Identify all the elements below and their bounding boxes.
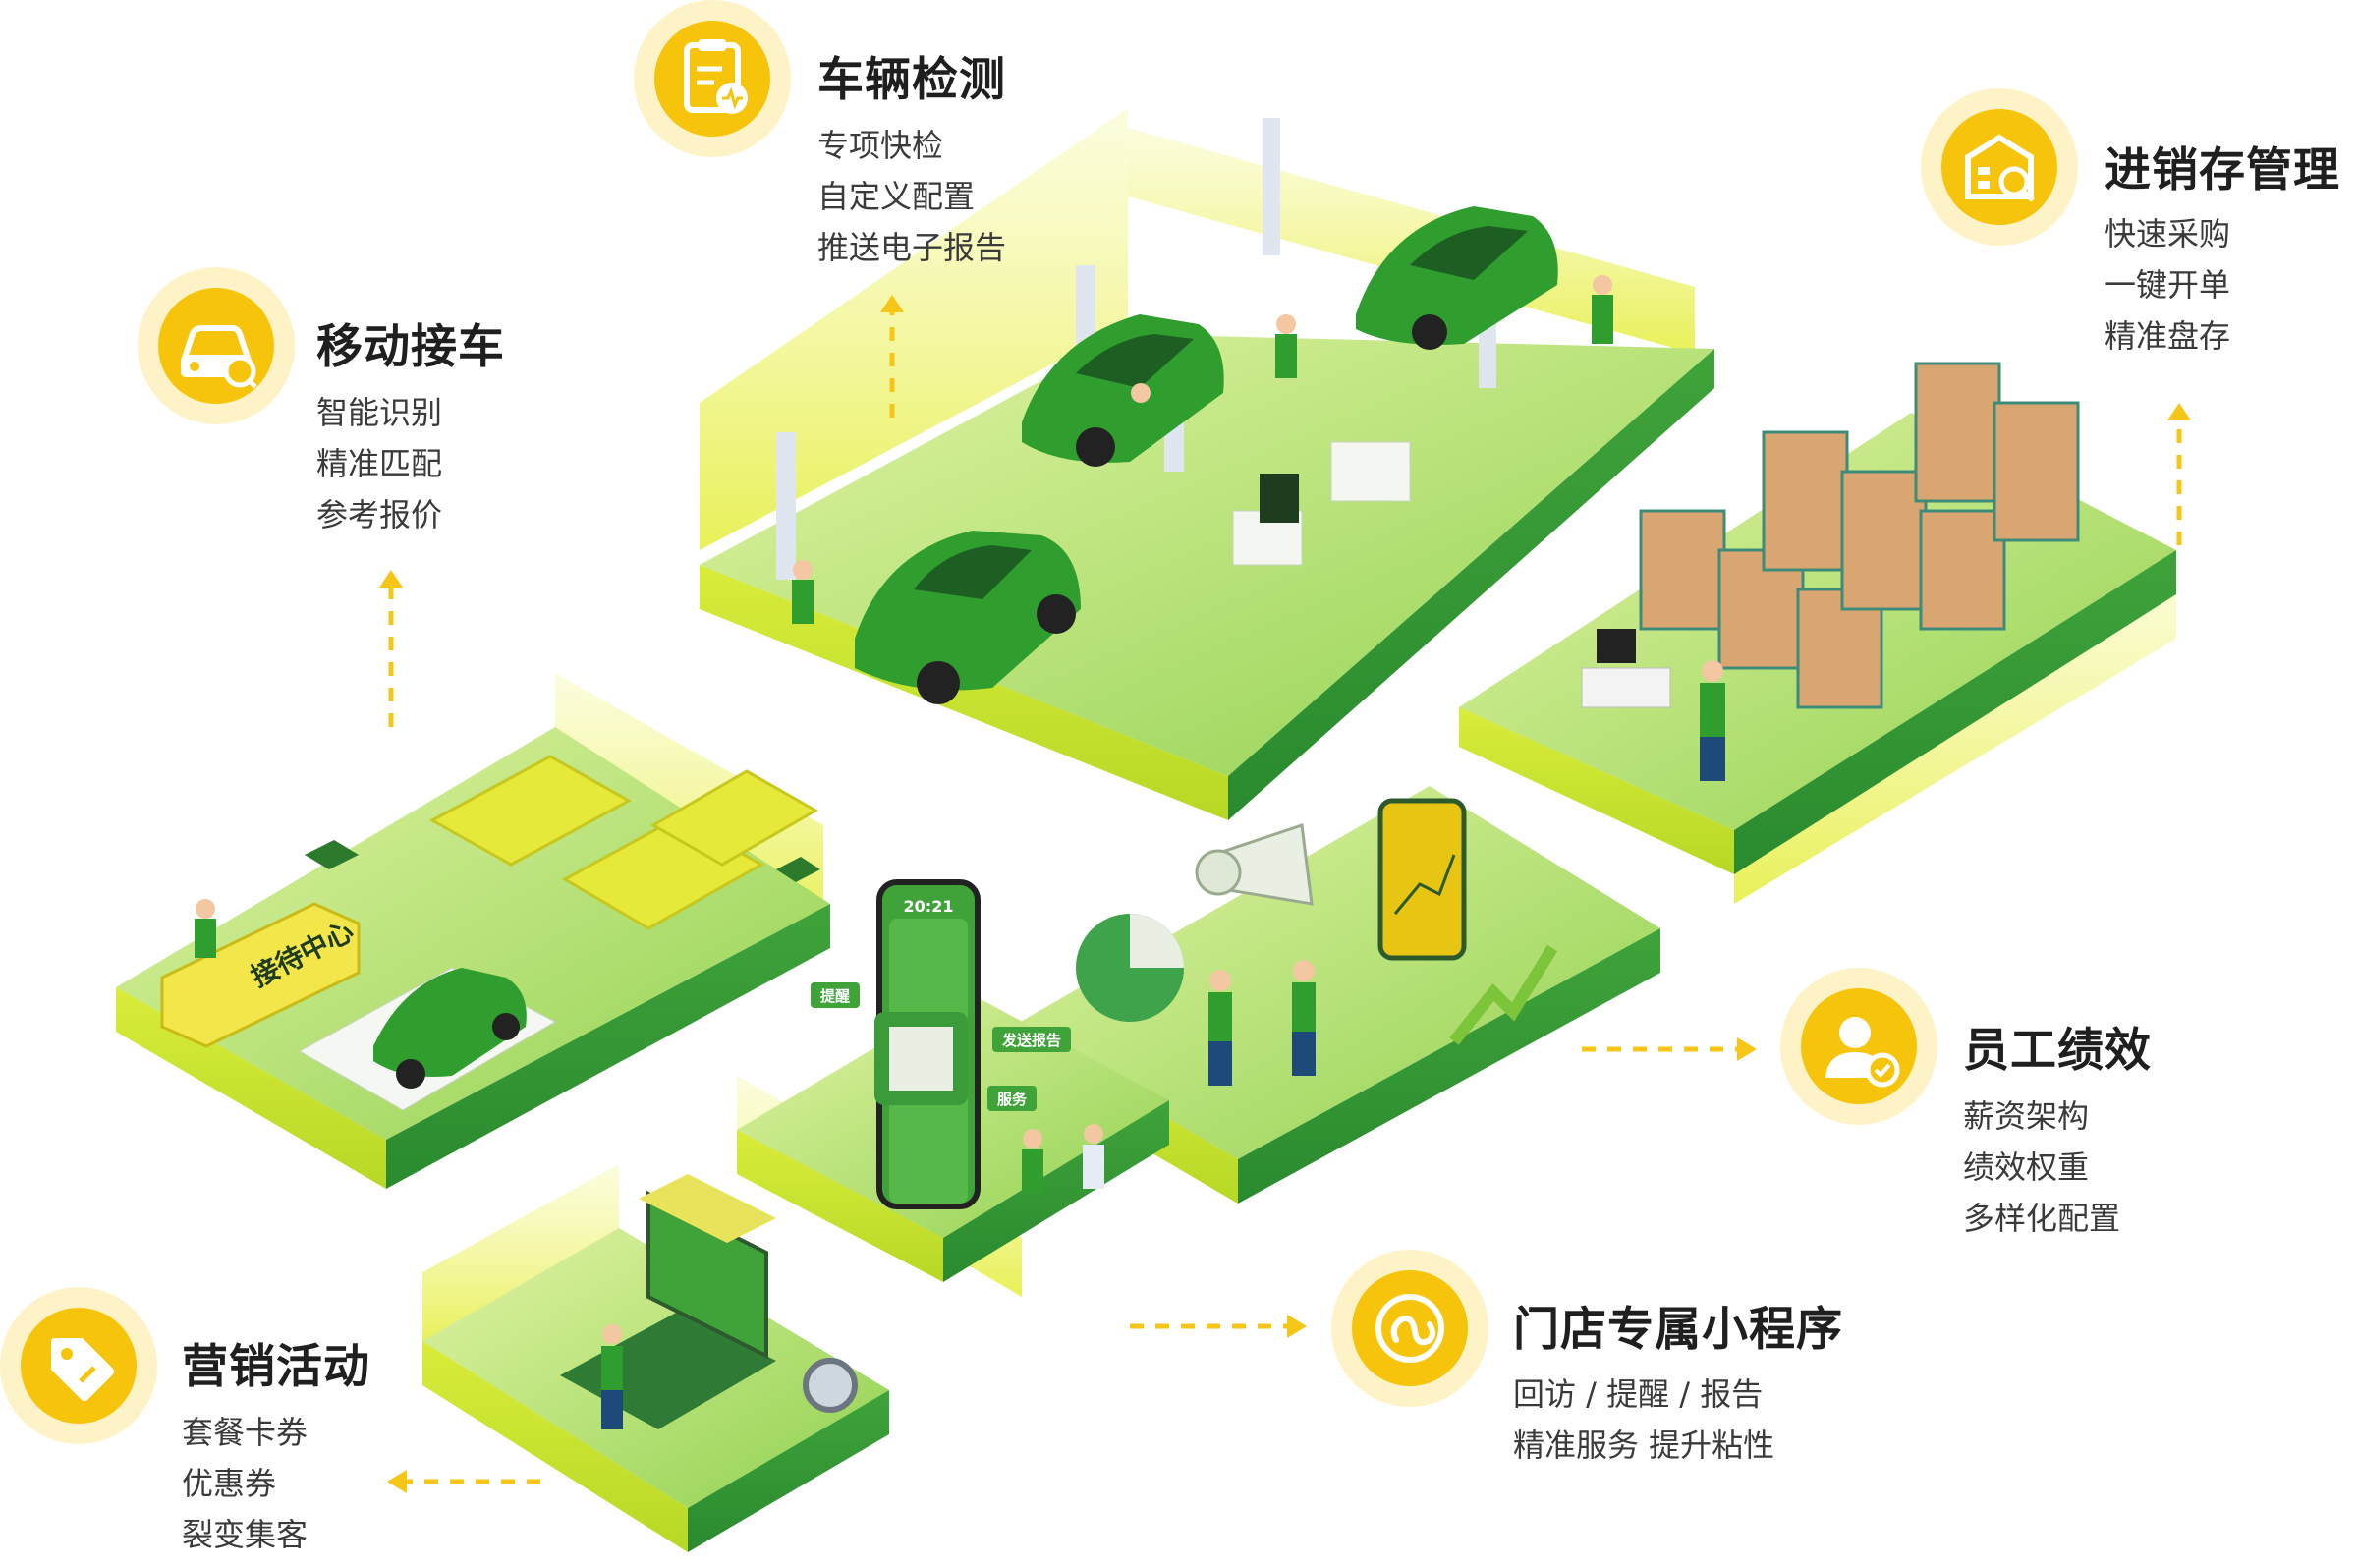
platform-marketing	[422, 1164, 889, 1552]
title-inventory: 进销存管理	[2105, 143, 2340, 197]
badge-mini-program	[1331, 1250, 1488, 1407]
worker-marketing	[601, 1324, 623, 1429]
list-vehicle-inspection: 专项快检 自定义配置 推送电子报告	[817, 120, 1006, 273]
platform-mini-program: 20:21 发送报告 提醒 服务	[737, 879, 1169, 1297]
mini-program-icon	[1376, 1294, 1444, 1363]
car-search-icon	[180, 325, 257, 389]
item-mini-program: 回访 / 提醒 / 报告	[1513, 1375, 1764, 1413]
worker-warehouse	[1700, 660, 1725, 781]
item-inventory: 快速采购	[2105, 215, 2231, 252]
list-staff-performance: 薪资架构 绩效权重 多样化配置	[1963, 1091, 2120, 1244]
employee-check-icon	[1825, 1017, 1900, 1088]
worker-reception	[195, 899, 216, 958]
badge-inventory	[1921, 88, 2078, 246]
tablet-dashboard	[1377, 798, 1467, 961]
service-label: 服务	[997, 1091, 1028, 1108]
phone-mini-program: 20:21	[874, 879, 981, 1209]
workers-mini-program	[1022, 1124, 1104, 1194]
item-mobile-reception: 精准匹配	[316, 445, 443, 482]
badge-marketing	[0, 1287, 157, 1444]
arrows	[379, 295, 2191, 1493]
list-mini-program: 回访 / 提醒 / 报告 精准服务 提升粘性	[1513, 1369, 1774, 1471]
item-staff-performance: 绩效权重	[1963, 1148, 2090, 1186]
item-vehicle-inspection: 自定义配置	[817, 178, 976, 215]
tag-reminder: 提醒	[811, 982, 860, 1008]
tag-send-report: 发送报告	[992, 1027, 1071, 1052]
wall-inspection	[700, 108, 1128, 550]
lounge-sofas	[428, 755, 819, 930]
item-marketing: 套餐卡券	[182, 1414, 309, 1451]
badge-mobile-reception	[138, 267, 295, 424]
item-vehicle-inspection: 专项快检	[817, 127, 944, 164]
item-marketing: 裂变集客	[182, 1516, 309, 1553]
reminder-label: 提醒	[820, 987, 850, 1005]
list-mobile-reception: 智能识别 精准匹配 参考报价	[316, 387, 442, 540]
megaphone-icon	[1195, 822, 1314, 906]
item-mobile-reception: 智能识别	[316, 394, 443, 431]
send-report-label: 发送报告	[1001, 1032, 1061, 1049]
pie-chart-icon	[1076, 914, 1184, 1022]
item-mini-program: 精准服务 提升粘性	[1513, 1427, 1775, 1464]
warehouse-shelves	[1639, 362, 2080, 709]
car-inspection-2	[1022, 314, 1224, 467]
platform-reception: 接待中心	[116, 673, 830, 1189]
badge-staff-performance	[1780, 968, 1937, 1125]
item-inventory: 一键开单	[2105, 266, 2231, 304]
item-staff-performance: 薪资架构	[1963, 1097, 2090, 1135]
workers-performance	[1208, 960, 1316, 1086]
car-inspection-3	[1356, 206, 1558, 350]
phone-time-label: 20:21	[904, 897, 954, 916]
item-inventory: 精准盘存	[2105, 317, 2231, 355]
platform-warehouse	[1459, 362, 2176, 904]
title-vehicle-inspection: 车辆检测	[817, 53, 1006, 107]
car-reception	[298, 967, 557, 1111]
tag-icon	[51, 1338, 114, 1401]
list-inventory: 快速采购 一键开单 精准盘存	[2105, 208, 2230, 362]
item-marketing: 优惠券	[182, 1465, 277, 1502]
title-mini-program: 门店专属小程序	[1513, 1303, 1843, 1357]
platform-performance	[1012, 786, 1660, 1204]
item-staff-performance: 多样化配置	[1963, 1200, 2121, 1237]
item-vehicle-inspection: 推送电子报告	[817, 229, 1007, 266]
platform-inspection	[700, 108, 1714, 820]
item-mobile-reception: 参考报价	[316, 496, 443, 533]
clipboard-pulse-icon	[684, 39, 748, 114]
warehouse-search-icon	[1965, 134, 2035, 202]
title-mobile-reception: 移动接车	[316, 320, 505, 374]
badge-vehicle-inspection	[634, 0, 791, 157]
car-inspection-1	[855, 531, 1081, 704]
worker-inspection	[792, 275, 1613, 624]
reception-desk: 接待中心	[160, 902, 361, 1048]
title-marketing: 营销活动	[182, 1340, 370, 1394]
list-marketing: 套餐卡券 优惠券 裂变集客	[182, 1407, 308, 1560]
title-staff-performance: 员工绩效	[1963, 1024, 2152, 1078]
tag-service: 服务	[987, 1086, 1037, 1111]
